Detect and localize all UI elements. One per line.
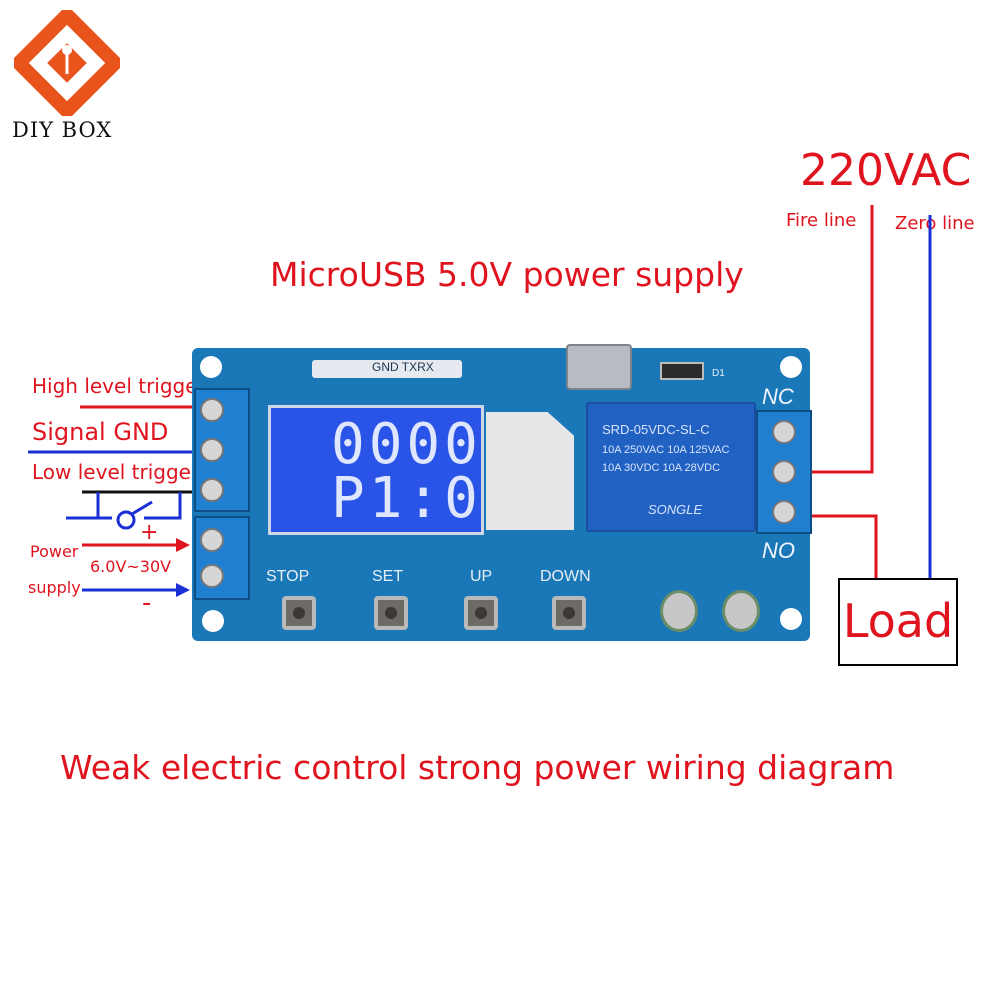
diode-d1 (660, 362, 704, 380)
low-trigger-label: Low level trigger (32, 460, 200, 484)
mount-hole (202, 610, 224, 632)
switch-lever (131, 500, 153, 516)
load-label: Load (842, 594, 954, 648)
relay-brand: SONGLE (648, 502, 703, 517)
capacitor (722, 590, 760, 632)
set-button[interactable] (374, 596, 408, 630)
power-minus-screw[interactable] (200, 564, 224, 588)
switch-wire-right (144, 492, 182, 520)
power-terminal-block (194, 516, 250, 600)
diy-box-logo-icon (14, 10, 120, 116)
no-label: NO (762, 538, 795, 563)
micro-usb-port[interactable] (566, 344, 632, 390)
nc-label: NC (762, 384, 794, 409)
brand-name: DIY BOX (12, 118, 113, 142)
high-trigger-label: High level trigger (32, 374, 206, 398)
stop-button[interactable] (282, 596, 316, 630)
com-screw[interactable] (772, 460, 796, 484)
signal-gnd-screw[interactable] (200, 438, 224, 462)
header-pins-label: GND TXRX (372, 360, 434, 374)
lcd-display: 0000 P1:0P (268, 405, 516, 535)
low-trigger-screw[interactable] (200, 478, 224, 502)
mount-hole (780, 608, 802, 630)
diode-d1-label: D1 (712, 368, 725, 379)
fire-line-wire (808, 205, 874, 474)
down-button-label: DOWN (540, 568, 591, 585)
zero-line-label: Zero line (895, 213, 975, 234)
switch-plus-sign: + (140, 520, 159, 545)
relay-model: SRD-05VDC-SL-C (602, 422, 710, 437)
power-plus-screw[interactable] (200, 528, 224, 552)
mount-hole (200, 356, 222, 378)
supply-label: supply (28, 578, 81, 597)
lcd-backlight (486, 412, 574, 530)
down-button[interactable] (552, 596, 586, 630)
voltage-range-label: 6.0V~30V (90, 557, 172, 576)
power-label: Power (30, 542, 79, 561)
power-minus-sign: - (142, 588, 152, 618)
capacitor (660, 590, 698, 632)
stop-button-label: STOP (266, 568, 310, 585)
set-button-label: SET (372, 568, 404, 585)
signal-gnd-label: Signal GND (32, 418, 169, 446)
high-trigger-screw[interactable] (200, 398, 224, 422)
diagram-title-top: MicroUSB 5.0V power supply (270, 255, 744, 294)
relay: SRD-05VDC-SL-C 10A 250VAC 10A 125VAC 10A… (586, 402, 756, 532)
diagram-title-bottom: Weak electric control strong power wirin… (60, 748, 895, 787)
no-to-load-wire (808, 514, 878, 578)
power-plus-arrow-icon (176, 538, 190, 552)
load-box: Load (838, 578, 958, 666)
ac-voltage-label: 220VAC (800, 145, 972, 196)
lcd-line-1: 0000 (331, 412, 482, 477)
relay-rating-1: 10A 250VAC 10A 125VAC (602, 444, 730, 456)
power-minus-arrow-icon (176, 583, 190, 597)
mount-hole (780, 356, 802, 378)
no-screw[interactable] (772, 500, 796, 524)
header-pins (312, 360, 462, 378)
switch-contact-icon (116, 510, 136, 530)
relay-rating-2: 10A 30VDC 10A 28VDC (602, 462, 721, 474)
up-button[interactable] (464, 596, 498, 630)
nc-screw[interactable] (772, 420, 796, 444)
lcd-line-2: P1:0P (331, 466, 520, 531)
up-button-label: UP (470, 568, 493, 585)
fire-line-label: Fire line (786, 210, 857, 231)
